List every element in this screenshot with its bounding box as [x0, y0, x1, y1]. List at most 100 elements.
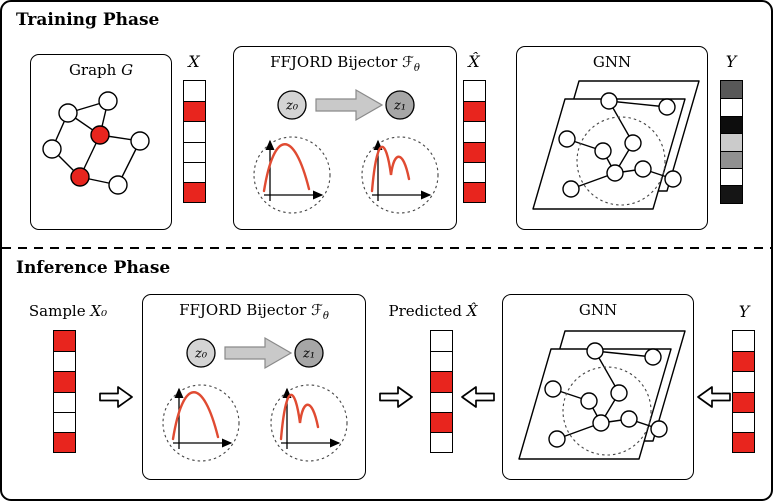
gnn-box-title: GNN — [578, 301, 618, 319]
vector-cell — [733, 371, 754, 392]
gnn-illustration — [532, 80, 700, 210]
graph-node — [42, 139, 62, 159]
gnn-node-gray — [610, 384, 628, 402]
x-label: X — [188, 52, 200, 71]
y-label: Y — [738, 302, 750, 321]
graph-node — [58, 103, 78, 123]
vector-cell — [721, 185, 742, 203]
gnn-node — [650, 420, 668, 438]
vector-cell — [464, 141, 485, 162]
vector-cell — [733, 391, 754, 412]
graph-g-box: Graph G — [30, 54, 172, 230]
z0-label: z₀ — [194, 347, 208, 362]
x-vector — [183, 80, 206, 204]
graph-title-var: G — [121, 61, 134, 79]
ffjord-box-inference: FFJORD Bijector ℱθ z₀ z₁ — [142, 294, 366, 480]
gnn-node — [544, 380, 562, 398]
xhat-label: X̂ — [468, 52, 480, 71]
predicted-xhat-label: Predicted X̂ — [374, 302, 492, 320]
vector-cell — [464, 161, 485, 182]
z0-node — [186, 338, 216, 368]
gnn-node-gray — [634, 160, 652, 178]
y-vector — [732, 330, 755, 454]
vector-cell — [721, 98, 742, 116]
ffjord-symbol-sub: θ — [322, 311, 329, 322]
vector-cell — [464, 81, 485, 102]
vector-cell — [464, 181, 485, 203]
training-phase-title: Training Phase — [16, 10, 160, 30]
graph-g-box-title: Graph G — [31, 61, 171, 79]
vector-cell — [721, 115, 742, 134]
x0-vector — [53, 330, 76, 454]
vector-cell — [54, 371, 75, 392]
predicted-xhat-vector — [430, 330, 453, 454]
flow-arrow-left-icon — [460, 384, 496, 410]
z0-node — [277, 90, 307, 120]
predicted-label-prefix: Predicted — [388, 302, 462, 320]
vector-cell — [721, 167, 742, 186]
ffjord-illustration: z₀ z₁ — [253, 88, 439, 214]
inference-phase-title: Inference Phase — [16, 258, 171, 278]
vector-cell — [184, 81, 205, 102]
gnn-node — [562, 180, 580, 198]
flow-arrow-right-icon — [378, 384, 414, 410]
vector-cell — [184, 141, 205, 162]
y-label: Y — [725, 52, 737, 71]
vector-cell — [733, 331, 754, 352]
vector-cell — [733, 351, 754, 372]
gnn-nodes — [558, 92, 682, 198]
ffjord-box-title: FFJORD Bijector ℱθ — [234, 53, 456, 74]
vector-cell — [54, 331, 75, 352]
vector-cell — [721, 133, 742, 151]
gnn-node-gray — [594, 142, 612, 160]
xhat-vector — [463, 80, 486, 204]
ffjord-symbol: ℱ — [402, 53, 414, 71]
vector-cell — [431, 331, 452, 352]
graph-g-illustration — [42, 91, 150, 195]
gnn-box-title: GNN — [592, 53, 632, 71]
gnn-neighborhood-circle — [562, 366, 652, 456]
z1-node — [294, 338, 324, 368]
sample-label-prefix: Sample — [28, 302, 86, 320]
graph-node-red — [70, 167, 90, 187]
transformed-distribution-plot — [361, 136, 439, 214]
vector-cell — [464, 101, 485, 122]
transformed-distribution-plot — [270, 384, 348, 462]
gnn-illustration — [518, 330, 686, 460]
gnn-box-training: GNN — [516, 46, 708, 230]
vector-cell — [54, 351, 75, 372]
z0-label: z₀ — [285, 99, 299, 114]
ffjord-illustration: z₀ z₁ — [162, 336, 348, 462]
transform-arrow-icon — [315, 88, 384, 122]
z1-node — [385, 90, 415, 120]
graph-node — [98, 91, 118, 111]
z1-label: z₁ — [393, 99, 406, 114]
vector-cell — [431, 371, 452, 392]
vector-cell — [184, 121, 205, 142]
z1-label: z₁ — [302, 347, 315, 362]
ffjord-title-prefix: FFJORD Bijector — [179, 301, 307, 319]
vector-cell — [54, 391, 75, 412]
gnn-node — [600, 92, 618, 110]
sample-label-var: X₀ — [90, 302, 108, 320]
vector-cell — [184, 101, 205, 122]
predicted-label-var: X̂ — [466, 302, 478, 320]
phase-divider — [2, 247, 771, 250]
gnn-node-gray — [606, 164, 624, 182]
ffjord-box-title: FFJORD Bijector ℱθ — [143, 301, 365, 322]
gnn-node — [586, 342, 604, 360]
gnn-node — [644, 348, 662, 366]
vector-cell — [184, 161, 205, 182]
graph-node — [130, 131, 150, 151]
graph-node-red — [90, 125, 110, 145]
gnn-node — [548, 430, 566, 448]
base-distribution-plot — [253, 136, 331, 214]
gnn-node — [558, 130, 576, 148]
graph-nodes — [42, 91, 150, 195]
ffjord-title-prefix: FFJORD Bijector — [270, 53, 398, 71]
graph-node — [108, 175, 128, 195]
gnn-node — [658, 98, 676, 116]
y-vector — [720, 80, 743, 204]
transform-arrow-icon — [224, 336, 293, 370]
